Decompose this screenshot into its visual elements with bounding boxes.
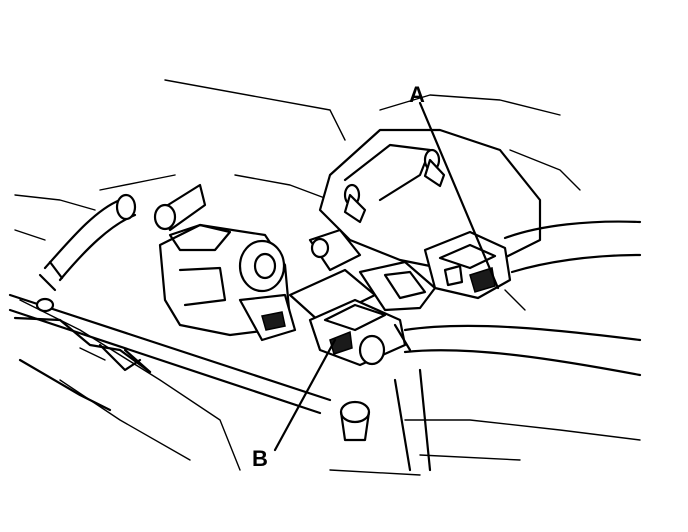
leader-lines xyxy=(273,101,500,452)
connector-a-assembly xyxy=(423,230,512,300)
right-cables xyxy=(393,220,642,377)
lower-left-bracket xyxy=(13,316,152,412)
leader-line-b xyxy=(273,338,337,452)
left-hose xyxy=(38,193,137,292)
lower-bosses xyxy=(339,368,432,472)
upper-housing xyxy=(308,128,542,272)
callout-label-b: B xyxy=(252,446,268,471)
valve-body xyxy=(153,183,297,342)
callout-label-a: A xyxy=(409,82,425,107)
connector-b-assembly xyxy=(288,260,437,367)
left-rod xyxy=(8,293,332,415)
leader-line-a xyxy=(418,101,500,290)
